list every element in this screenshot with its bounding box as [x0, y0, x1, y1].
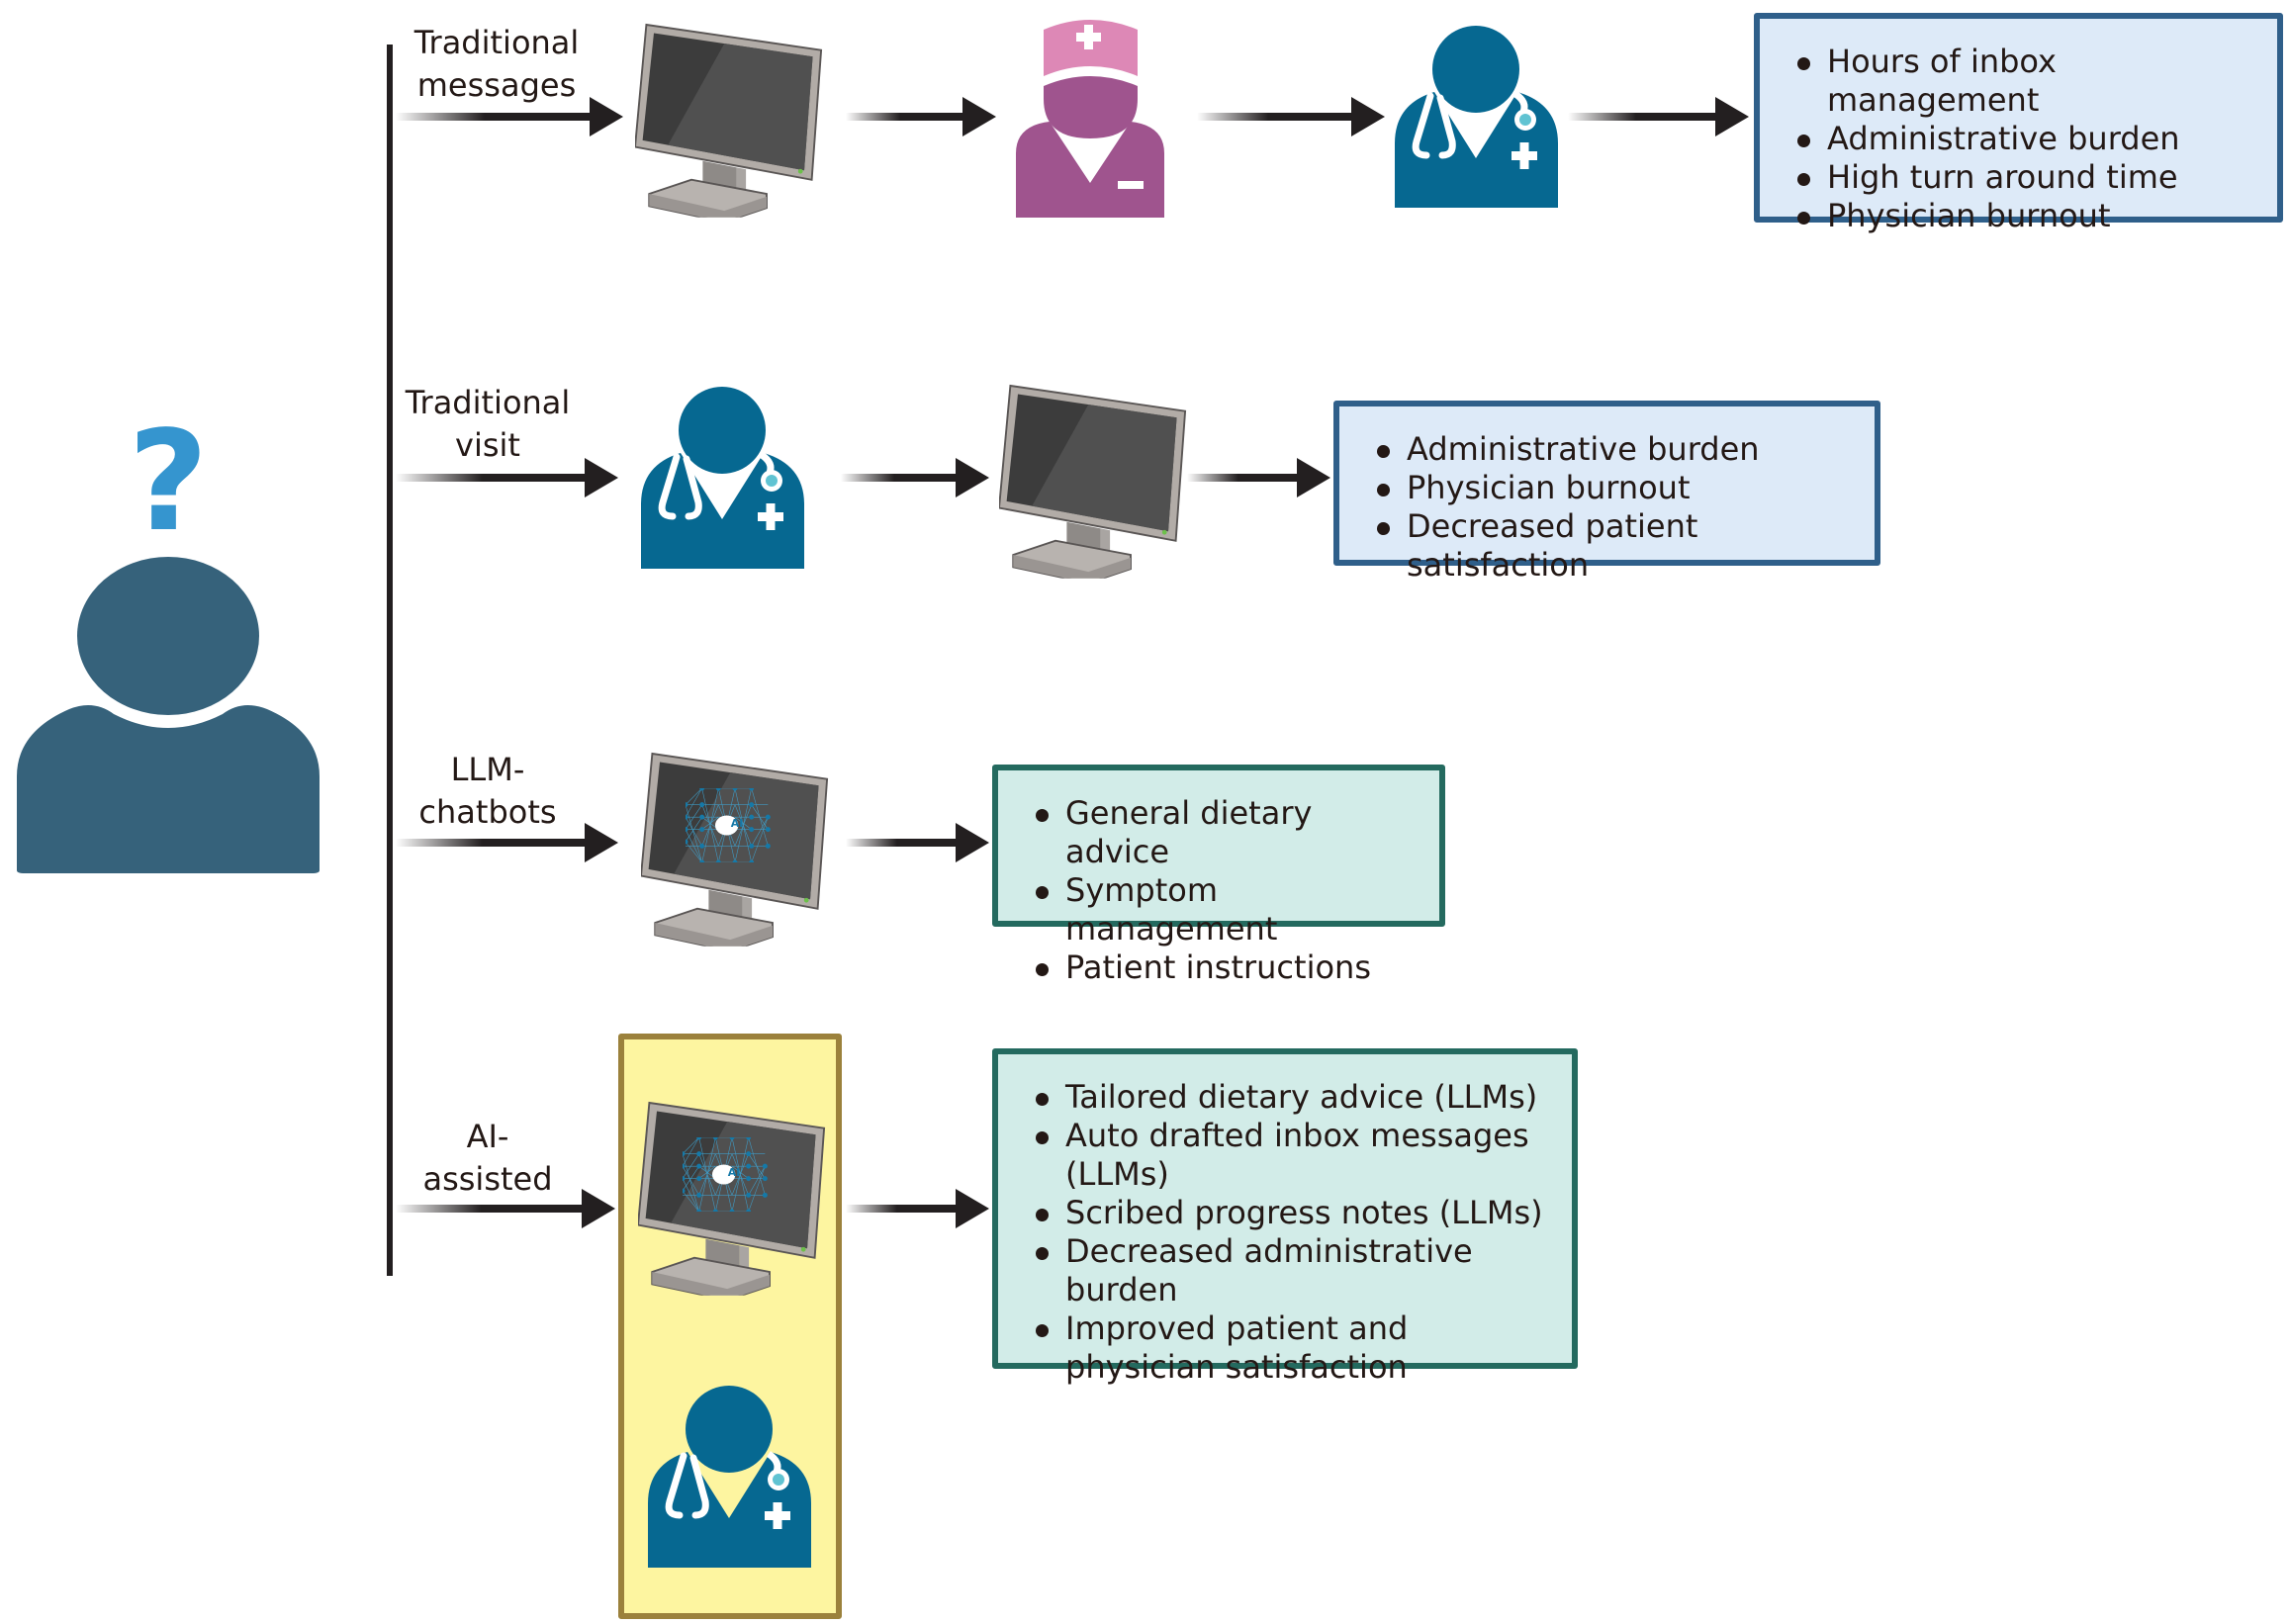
outcome-item: Scribed progress notes (LLMs)	[1036, 1194, 1552, 1232]
arrow	[396, 458, 618, 497]
patient-head	[77, 557, 259, 715]
nurse-icon	[1009, 15, 1172, 218]
arrow	[1197, 97, 1385, 136]
arrow-head-icon	[590, 97, 623, 136]
outcome-item: Tailored dietary advice (LLMs)	[1036, 1078, 1552, 1117]
arrow-head-icon	[1351, 97, 1385, 136]
patient-question-icon: ?	[17, 402, 320, 873]
arrow	[841, 458, 989, 497]
outcome-item: Decreased administrative burden	[1036, 1232, 1552, 1309]
arrow-head-icon	[585, 823, 618, 862]
arrow	[396, 97, 623, 136]
outcome-item: Improved patient and physician satisfact…	[1036, 1309, 1552, 1387]
ai-badge: AI	[730, 817, 744, 830]
arrow	[1187, 458, 1330, 497]
row-label-line: assisted	[422, 1160, 553, 1198]
row-label-traditional-messages: Traditional messages	[388, 22, 605, 107]
outcome-item: Hours of inbox management	[1797, 43, 2257, 120]
monitor-icon	[999, 376, 1187, 584]
outcome-box-ai-assisted: Tailored dietary advice (LLMs) Auto draf…	[992, 1048, 1578, 1386]
arrow	[846, 1189, 989, 1228]
outcome-item: Physician burnout	[1377, 469, 1855, 507]
row-label-line: Traditional	[405, 384, 571, 421]
arrow	[396, 823, 618, 862]
arrow-head-icon	[1715, 97, 1749, 136]
arrow-head-icon	[582, 1189, 615, 1228]
outcome-item: Symptom management	[1036, 871, 1420, 948]
row-label-line: messages	[416, 66, 577, 104]
row-label-line: Traditional	[413, 24, 580, 61]
monitor-icon	[635, 15, 823, 223]
ai-badge: AI	[727, 1166, 741, 1179]
outcome-item: General dietary advice	[1036, 794, 1420, 871]
arrow-head-icon	[962, 97, 996, 136]
outcome-item: Auto drafted inbox messages (LLMs)	[1036, 1117, 1552, 1194]
patient: ?	[15, 402, 321, 875]
arrow-head-icon	[956, 1189, 989, 1228]
arrow	[396, 1189, 615, 1228]
row-label-line: visit	[455, 426, 520, 464]
outcome-item: Administrative burden	[1377, 430, 1855, 469]
doctor-icon	[1395, 25, 1558, 208]
row-label-line: AI-	[466, 1118, 509, 1155]
outcome-item: Physician burnout	[1797, 197, 2257, 235]
arrow-head-icon	[1297, 458, 1330, 497]
arrow	[846, 97, 996, 136]
ai-monitor-icon: AI	[638, 1093, 826, 1301]
arrow-head-icon	[956, 458, 989, 497]
row-label-llm-chatbots: LLM- chatbots	[379, 749, 596, 834]
ai-monitor-icon: AI	[641, 744, 829, 951]
row-label-ai-assisted: AI- assisted	[379, 1116, 596, 1201]
doctor-icon	[648, 1385, 811, 1568]
question-mark: ?	[128, 402, 208, 563]
outcome-item: Patient instructions	[1036, 948, 1420, 987]
row-label-line: chatbots	[418, 793, 557, 831]
branch-line	[387, 45, 393, 1276]
doctor-icon	[641, 386, 804, 569]
outcome-box-traditional-messages: Hours of inbox management Administrative…	[1754, 13, 2283, 234]
row-label-line: LLM-	[450, 751, 525, 788]
outcome-item: Administrative burden	[1797, 120, 2257, 158]
row-label-traditional-visit: Traditional visit	[379, 382, 596, 467]
outcome-item: Decreased patient satisfaction	[1377, 507, 1855, 585]
patient-body	[17, 705, 320, 873]
outcome-item: High turn around time	[1797, 158, 2257, 197]
arrow	[1568, 97, 1749, 136]
arrow-head-icon	[956, 823, 989, 862]
outcome-box-llm-chatbots: General dietary advice Symptom managemen…	[992, 765, 1445, 986]
arrow-head-icon	[585, 458, 618, 497]
outcome-box-traditional-visit: Administrative burden Physician burnout …	[1333, 401, 1880, 584]
arrow	[846, 823, 989, 862]
